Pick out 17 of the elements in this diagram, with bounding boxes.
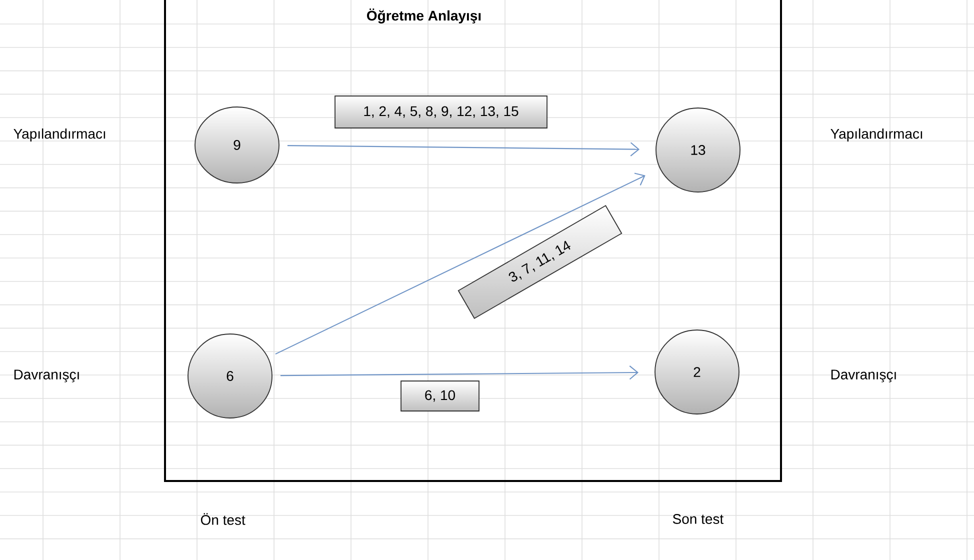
row-label: Yapılandırmacı — [14, 128, 106, 142]
circle-node: 2 — [654, 330, 740, 414]
arrow — [287, 142, 640, 156]
row-label: Davranışçı — [14, 370, 79, 382]
circle-node: 9 — [194, 106, 280, 184]
edge-label: 6, 10 — [400, 380, 480, 412]
circle-node: 6 — [188, 334, 272, 418]
row-label: Ön test — [200, 513, 246, 525]
edge-label: 3, 7, 11, 14 — [458, 205, 622, 319]
arrow — [275, 172, 646, 355]
row-label: Davranışçı — [831, 370, 896, 382]
title: Öğretme Anlayışı — [367, 8, 481, 24]
arrow — [280, 366, 639, 380]
edge-label: 1, 2, 4, 5, 8, 9, 12, 13, 15 — [334, 96, 548, 128]
row-label: Son test — [672, 514, 724, 524]
circle-node: 13 — [656, 108, 740, 192]
row-label: Yapılandırmacı — [830, 128, 922, 142]
